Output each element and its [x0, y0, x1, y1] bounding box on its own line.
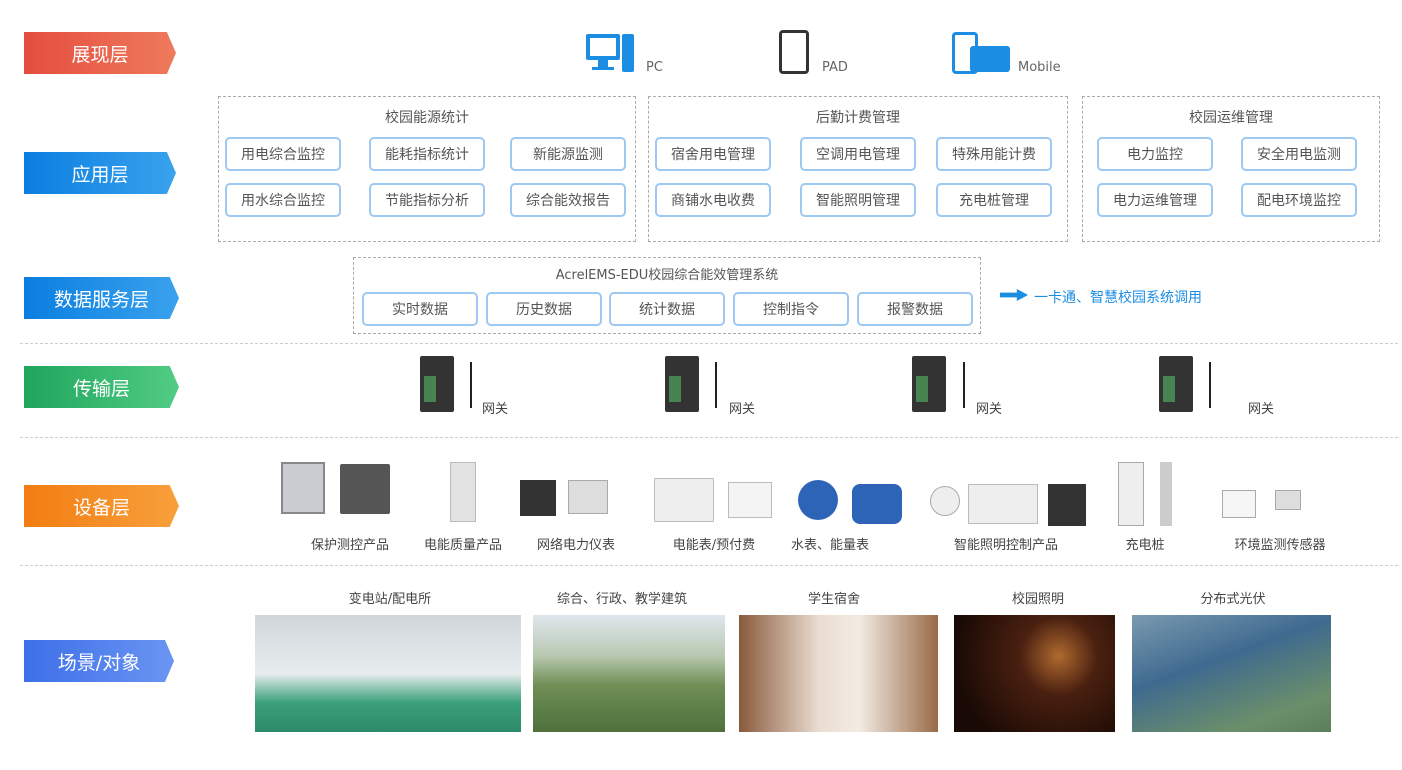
data-item[interactable]: 实时数据 [362, 292, 478, 326]
scene-label: 分布式光伏 [1200, 592, 1266, 607]
lighting-control-image [930, 486, 960, 516]
scene-label: 校园照明 [1011, 592, 1065, 607]
app-group-energy-stats: 校园能源统计 用电综合监控 能耗指标统计 新能源监测 用水综合监控 节能指标分析… [218, 96, 636, 242]
scene-label: 学生宿舍 [807, 592, 861, 607]
equipment-label: 网络电力仪表 [536, 538, 616, 553]
equipment-label: 电能表/预付费 [672, 538, 756, 553]
gateway-icon [665, 356, 699, 412]
data-item[interactable]: 报警数据 [857, 292, 973, 326]
gateway-label: 网关 [482, 402, 509, 417]
app-item[interactable]: 安全用电监测 [1241, 137, 1357, 171]
external-system-label: 一卡通、智慧校园系统调用 [1034, 290, 1202, 306]
pc-icon [586, 34, 636, 74]
heat-meter-image [852, 484, 902, 524]
arrow-right-icon [1000, 289, 1028, 301]
layer-data-service: 数据服务层 [24, 277, 179, 319]
campus-lighting-photo [954, 615, 1115, 732]
mobile-icon [952, 32, 1012, 74]
layer-presentation: 展现层 [24, 32, 176, 74]
layer-scene: 场景/对象 [24, 640, 174, 682]
group-title: 后勤计费管理 [816, 110, 900, 126]
pad-icon [779, 30, 809, 74]
data-service-group: AcrelEMS-EDU校园综合能效管理系统 实时数据 历史数据 统计数据 控制… [353, 257, 981, 334]
data-item[interactable]: 控制指令 [733, 292, 849, 326]
layer-application: 应用层 [24, 152, 176, 194]
app-item[interactable]: 配电环境监控 [1241, 183, 1357, 217]
app-group-billing: 后勤计费管理 宿舍用电管理 空调用电管理 特殊用能计费 商铺水电收费 智能照明管… [648, 96, 1068, 242]
gateway-icon [912, 356, 946, 412]
data-item[interactable]: 历史数据 [486, 292, 602, 326]
divider [20, 343, 1398, 344]
mobile-label: Mobile [1018, 60, 1061, 75]
energy-meter-image [654, 478, 714, 522]
power-quality-cabinet-image [450, 462, 476, 522]
lighting-control-image [968, 484, 1038, 524]
app-item[interactable]: 空调用电管理 [800, 137, 916, 171]
app-item[interactable]: 综合能效报告 [510, 183, 626, 217]
equipment-label: 水表、能量表 [790, 538, 870, 553]
equipment-label: 智能照明控制产品 [953, 538, 1059, 553]
app-item[interactable]: 商铺水电收费 [655, 183, 771, 217]
campus-building-photo [533, 615, 725, 732]
pc-label: PC [646, 60, 663, 75]
app-item[interactable]: 电力监控 [1097, 137, 1213, 171]
meter-image [520, 480, 556, 516]
scene-label: 变电站/配电所 [348, 592, 432, 607]
system-title: AcrelEMS-EDU校园综合能效管理系统 [555, 268, 779, 283]
protection-device-image [281, 462, 325, 514]
protection-device-image [340, 464, 390, 514]
gateway-label: 网关 [976, 402, 1003, 417]
app-item[interactable]: 宿舍用电管理 [655, 137, 771, 171]
dormitory-photo [739, 615, 938, 732]
sensor-image [1275, 490, 1301, 510]
layer-device: 设备层 [24, 485, 179, 527]
app-group-operations: 校园运维管理 电力监控 安全用电监测 电力运维管理 配电环境监控 [1082, 96, 1380, 242]
energy-meter-image [728, 482, 772, 518]
app-item[interactable]: 新能源监测 [510, 137, 626, 171]
app-item[interactable]: 特殊用能计费 [936, 137, 1052, 171]
divider [20, 437, 1398, 438]
charging-pile-image [1160, 462, 1172, 526]
equipment-label: 环境监测传感器 [1234, 538, 1326, 553]
lighting-control-image [1048, 484, 1086, 526]
equipment-label: 充电桩 [1125, 538, 1165, 553]
app-item[interactable]: 智能照明管理 [800, 183, 916, 217]
charging-pile-image [1118, 462, 1144, 526]
data-item[interactable]: 统计数据 [609, 292, 725, 326]
pad-label: PAD [822, 60, 848, 75]
group-title: 校园运维管理 [1189, 110, 1273, 126]
substation-photo [255, 615, 521, 732]
water-meter-image [798, 480, 838, 520]
meter-image [568, 480, 608, 514]
divider [20, 565, 1398, 566]
gateway-icon [420, 356, 454, 412]
gateway-label: 网关 [1248, 402, 1275, 417]
app-item[interactable]: 电力运维管理 [1097, 183, 1213, 217]
app-item[interactable]: 节能指标分析 [369, 183, 485, 217]
gateway-label: 网关 [729, 402, 756, 417]
equipment-label: 电能质量产品 [423, 538, 503, 553]
equipment-label: 保护测控产品 [310, 538, 390, 553]
group-title: 校园能源统计 [385, 110, 469, 126]
gateway-icon [1159, 356, 1193, 412]
solar-pv-photo [1132, 615, 1331, 732]
sensor-image [1222, 490, 1256, 518]
app-item[interactable]: 用水综合监控 [225, 183, 341, 217]
app-item[interactable]: 充电桩管理 [936, 183, 1052, 217]
scene-label: 综合、行政、教学建筑 [556, 592, 688, 607]
app-item[interactable]: 能耗指标统计 [369, 137, 485, 171]
app-item[interactable]: 用电综合监控 [225, 137, 341, 171]
layer-transport: 传输层 [24, 366, 179, 408]
